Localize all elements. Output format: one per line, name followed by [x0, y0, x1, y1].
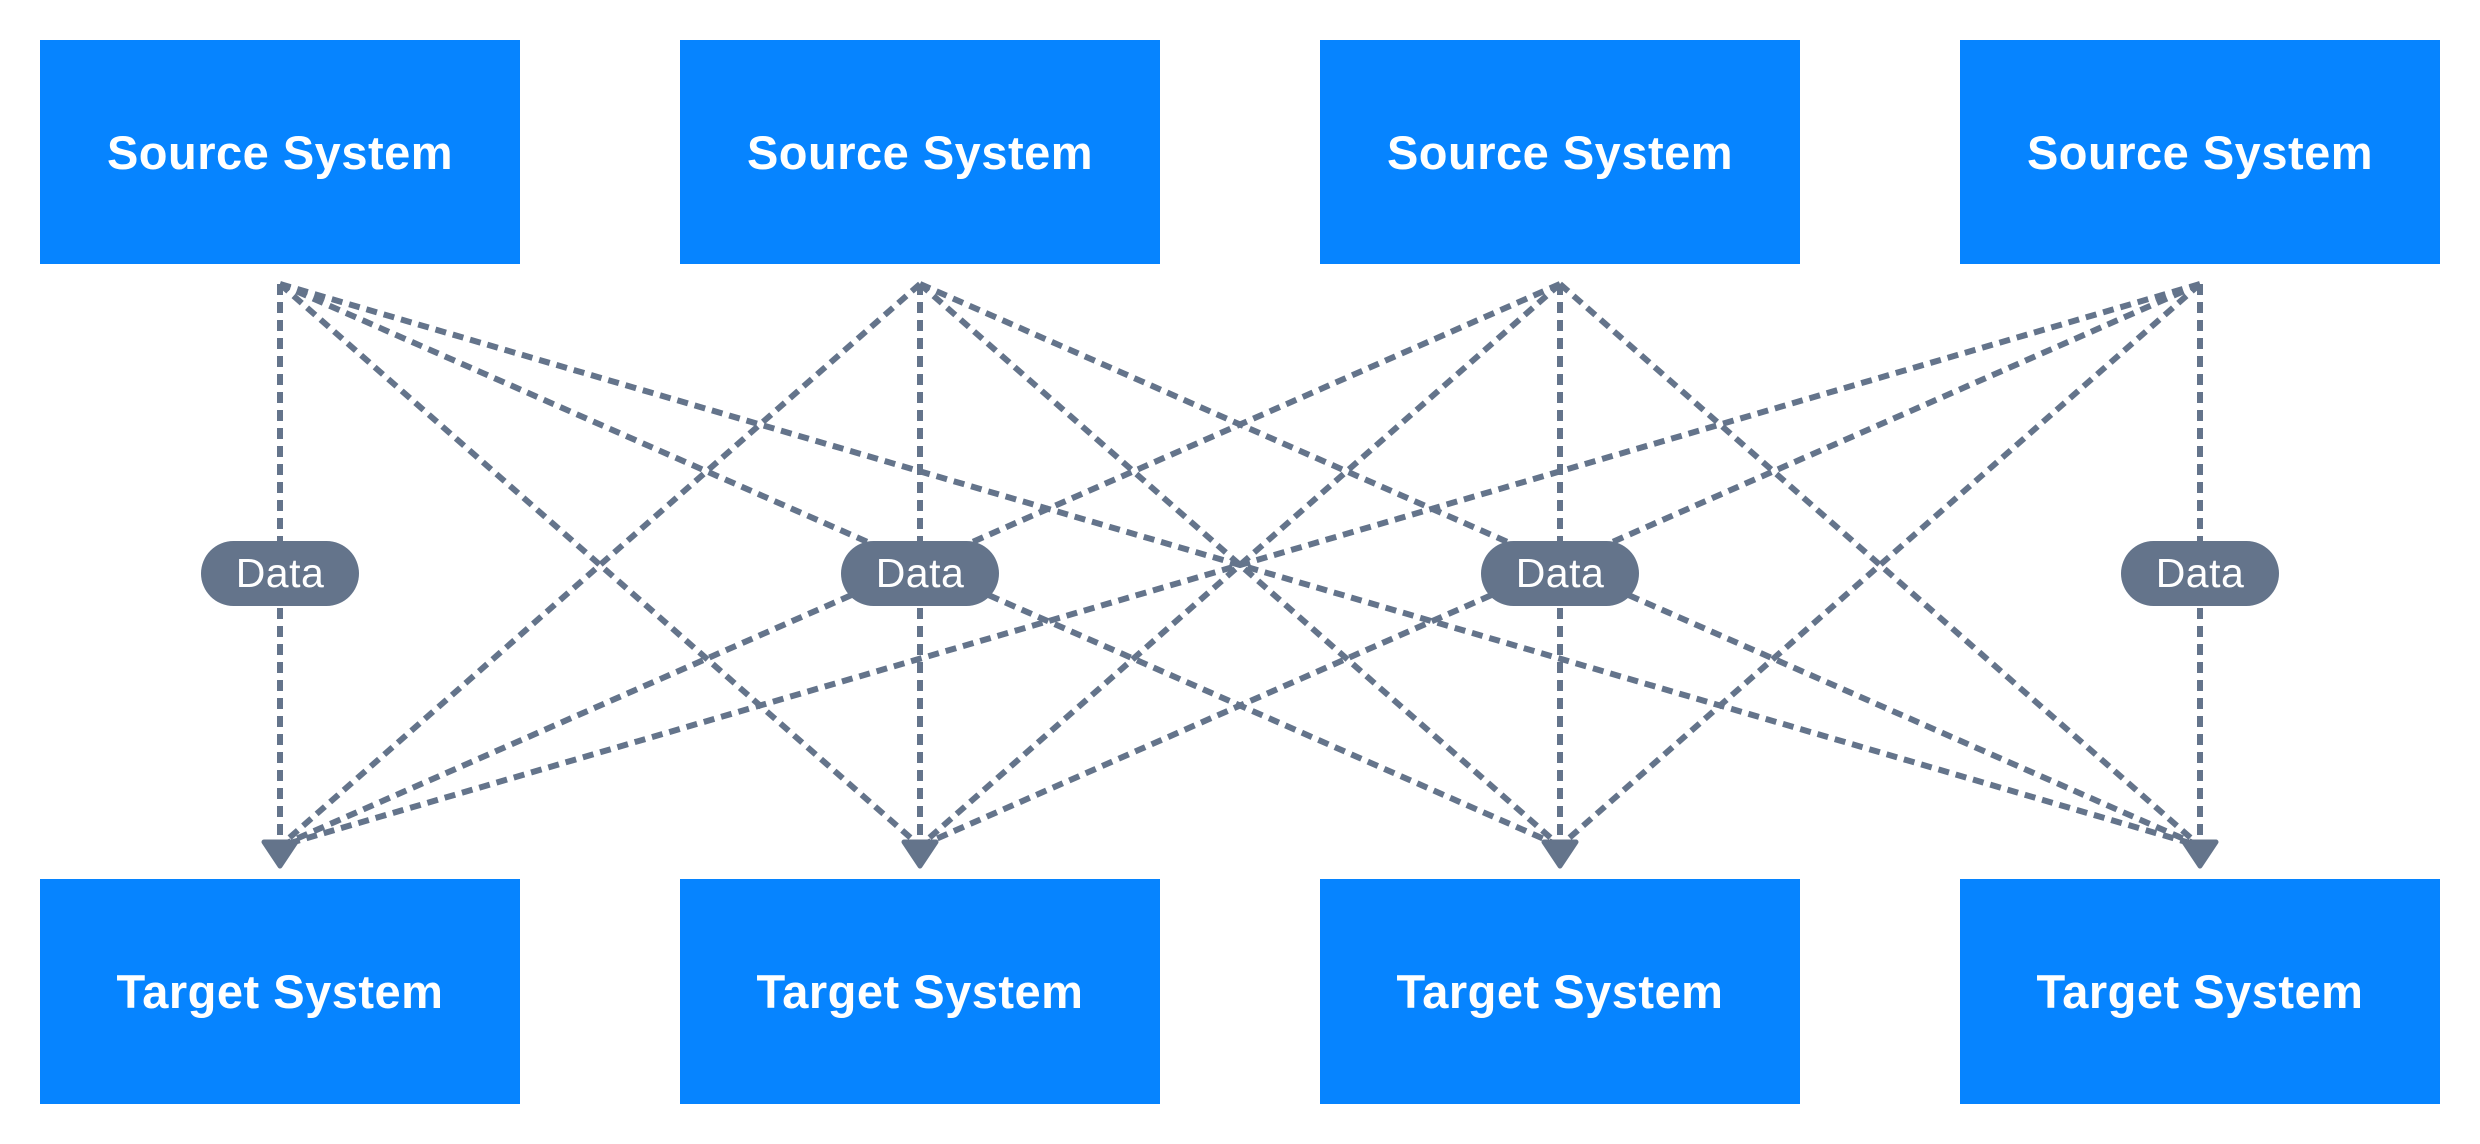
source-system-label-4: Source System	[2026, 125, 2374, 179]
data-pill-1: Data	[201, 541, 359, 606]
connection-line	[278, 281, 922, 849]
data-pill-2: Data	[841, 541, 999, 606]
target-system-label-1: Target System	[116, 965, 444, 1018]
arrowhead-icon	[2181, 839, 2219, 869]
data-pill-label-2: Data	[875, 550, 965, 596]
source-system-box-3: Source System	[1320, 40, 1800, 264]
target-system-box-2: Target System	[680, 879, 1160, 1104]
target-system-box-4: Target System	[1960, 879, 2440, 1104]
connection-line	[278, 281, 922, 849]
target-system-label-3: Target System	[1396, 965, 1724, 1018]
source-system-box-1: Source System	[40, 40, 520, 264]
source-system-box-4: Source System	[1960, 40, 2440, 264]
target-system-box-3: Target System	[1320, 879, 1800, 1104]
target-system-box-1: Target System	[40, 879, 520, 1104]
source-system-label-2: Source System	[746, 125, 1094, 179]
arrowhead-icon	[261, 839, 299, 869]
connection-line	[279, 281, 2201, 849]
source-system-label-1: Source System	[106, 125, 454, 179]
connection-line	[918, 281, 1562, 849]
arrowhead-icon	[1541, 839, 1579, 869]
arrowhead-icon	[901, 839, 939, 869]
data-pill-label-1: Data	[235, 550, 325, 596]
data-pill-label-4: Data	[2155, 550, 2245, 596]
target-system-label-2: Target System	[756, 965, 1084, 1018]
data-pill-label-3: Data	[1515, 550, 1605, 596]
connection-line	[1558, 281, 2202, 849]
connection-line	[918, 281, 1562, 849]
source-system-label-3: Source System	[1386, 125, 1734, 179]
source-system-box-2: Source System	[680, 40, 1160, 264]
data-pill-3: Data	[1481, 541, 1639, 606]
connection-line	[1558, 281, 2202, 849]
data-pill-4: Data	[2121, 541, 2279, 606]
target-system-label-4: Target System	[2036, 965, 2364, 1018]
